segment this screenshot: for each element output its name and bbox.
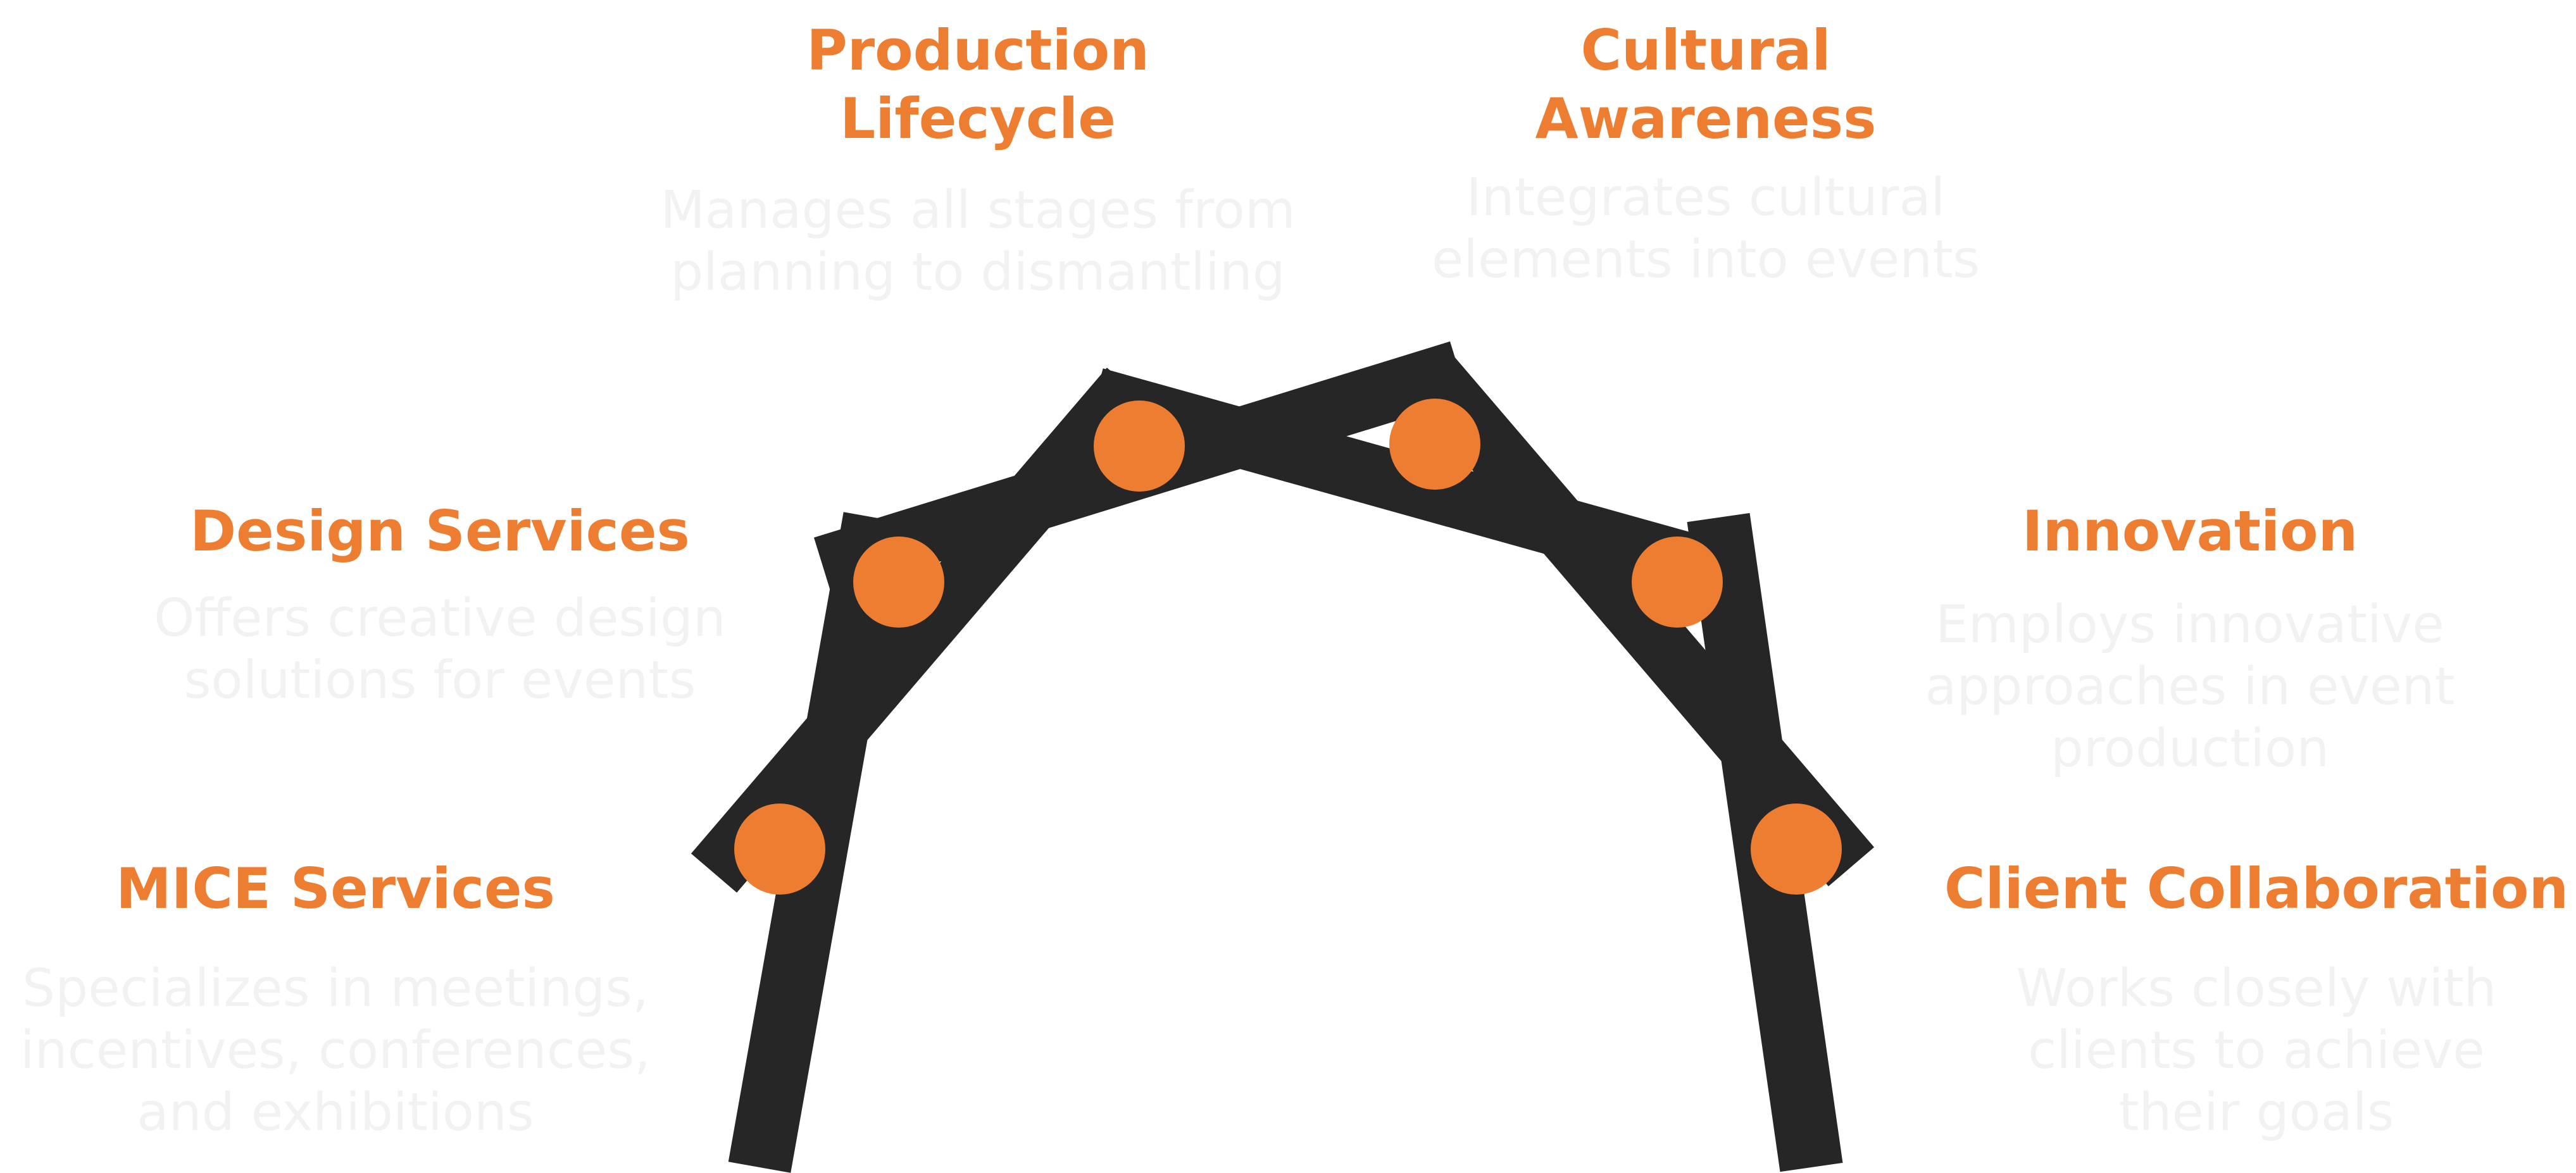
mice-services-description-line-1: Specializes in meetings, (22, 959, 649, 1019)
production-lifecycle-description-line-2: planning to dismantling (670, 242, 1285, 302)
node-client-collaboration (1751, 804, 1842, 895)
node-cultural-awareness (1389, 399, 1480, 490)
innovation-title-line-1: Innovation (2022, 499, 2358, 564)
innovation-description-line-3: production (2051, 719, 2329, 779)
production-lifecycle-description-line-1: Manages all stages from (660, 180, 1296, 240)
cultural-awareness-description-line-2: elements into events (1432, 230, 1980, 290)
cultural-awareness-description-line-1: Integrates cultural (1466, 168, 1946, 228)
innovation-description-line-2: approaches in event (1925, 657, 2454, 717)
cultural-awareness-title-line-1: Cultural (1580, 18, 1830, 83)
mice-services-description-line-3: and exhibitions (137, 1083, 534, 1143)
node-innovation (1632, 537, 1723, 628)
cultural-awareness-title-line-2: Awareness (1535, 86, 1877, 151)
arch-beams (691, 341, 1875, 1173)
client-collaboration-description-line-2: clients to achieve (2028, 1021, 2485, 1081)
arch-nodes (734, 399, 1842, 895)
design-services-title-line-1: Design Services (190, 499, 690, 564)
design-services-description-line-1: Offers creative design (154, 588, 726, 649)
client-collaboration-title-line-1: Client Collaboration (1944, 856, 2568, 921)
node-production-lifecycle (1094, 400, 1185, 492)
production-lifecycle-title-line-1: Production (806, 18, 1149, 83)
design-services-description-line-2: solutions for events (184, 650, 696, 711)
mice-services-title-line-1: MICE Services (116, 856, 555, 921)
node-design-services (853, 537, 944, 628)
client-collaboration-description-line-1: Works closely with (2016, 959, 2497, 1019)
innovation-description-line-1: Employs innovative (1935, 595, 2444, 655)
client-collaboration-description-line-3: their goals (2118, 1083, 2394, 1143)
production-lifecycle-title-line-2: Lifecycle (840, 86, 1116, 151)
node-mice-services (734, 804, 825, 895)
mice-services-description-line-2: incentives, conferences, (20, 1021, 651, 1081)
